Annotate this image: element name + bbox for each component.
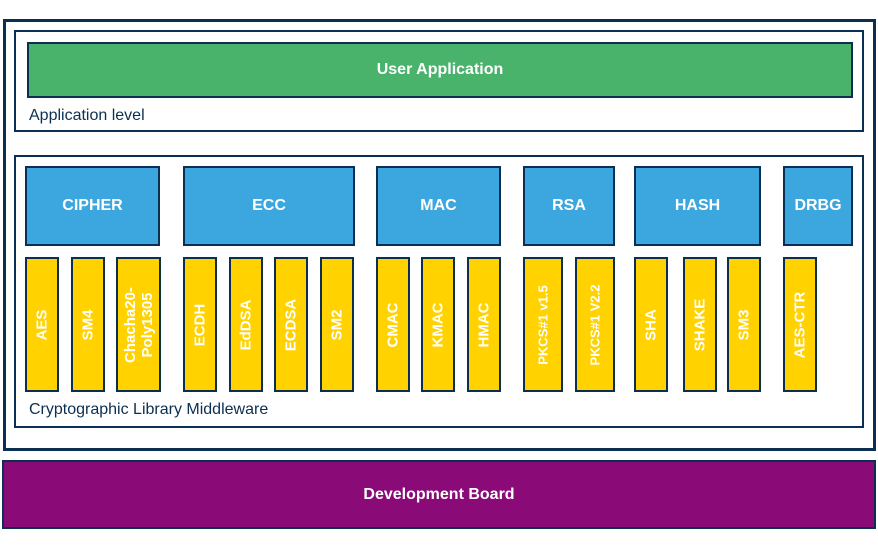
algorithm-block: HMAC — [467, 257, 501, 392]
algorithm-block: SM2 — [320, 257, 354, 392]
category-label: DRBG — [794, 197, 842, 214]
algorithm-label: ECDSA — [282, 298, 300, 351]
category-label: RSA — [552, 197, 586, 214]
algorithm-label: SM2 — [328, 309, 346, 340]
category-label: CIPHER — [62, 197, 123, 214]
application-level-label: Application level — [29, 107, 145, 124]
algorithm-label: SM3 — [735, 309, 753, 340]
category-label: HASH — [674, 197, 721, 214]
algorithm-block: ECDSA — [274, 257, 308, 392]
category-label: MAC — [420, 197, 457, 214]
algorithm-block: SHAKE — [683, 257, 717, 392]
algorithm-block: Chacha20-Poly1305 — [116, 257, 161, 392]
category-cipher: CIPHER — [25, 166, 160, 246]
category-mac: MAC — [376, 166, 501, 246]
algorithm-label: PKCS#1 V2.2 — [587, 284, 603, 365]
algorithm-label: AES-CTR — [791, 291, 809, 358]
algorithm-label: SHA — [642, 308, 660, 341]
category-rsa: RSA — [523, 166, 615, 246]
algorithm-label: Poly1305 — [138, 291, 156, 358]
user-application-block: User Application — [27, 42, 853, 98]
algorithm-block: KMAC — [421, 257, 455, 392]
algorithm-block: PKCS#1 v1.5 — [523, 257, 563, 392]
algorithm-block: SM3 — [727, 257, 761, 392]
algorithm-block: ECDH — [183, 257, 217, 392]
algorithm-block: PKCS#1 V2.2 — [575, 257, 615, 392]
algorithm-label: HMAC — [475, 302, 493, 347]
algorithm-block: AES — [25, 257, 59, 392]
algorithm-block: EdDSA — [229, 257, 263, 392]
algorithm-label: SM4 — [79, 309, 97, 340]
development-board-label: Development Board — [363, 485, 515, 503]
category-hash: HASH — [634, 166, 761, 246]
algorithm-label: CMAC — [384, 302, 402, 347]
category-drbg: DRBG — [783, 166, 853, 246]
algorithm-block: AES-CTR — [783, 257, 817, 392]
algorithm-label: KMAC — [429, 302, 447, 347]
user-application-label: User Application — [376, 61, 504, 78]
algorithm-label: Chacha20- — [121, 286, 139, 363]
development-board-block: Development Board — [2, 460, 876, 529]
middleware-label: Cryptographic Library Middleware — [29, 401, 269, 418]
category-ecc: ECC — [183, 166, 355, 246]
algorithm-label: SHAKE — [691, 298, 709, 351]
algorithm-label: ECDH — [191, 303, 209, 346]
algorithm-label: AES — [33, 309, 51, 340]
algorithm-label: EdDSA — [237, 299, 255, 350]
algorithm-block: CMAC — [376, 257, 410, 392]
algorithm-label: PKCS#1 v1.5 — [535, 284, 551, 365]
algorithm-block: SM4 — [71, 257, 105, 392]
category-label: ECC — [252, 197, 286, 214]
algorithm-block: SHA — [634, 257, 668, 392]
